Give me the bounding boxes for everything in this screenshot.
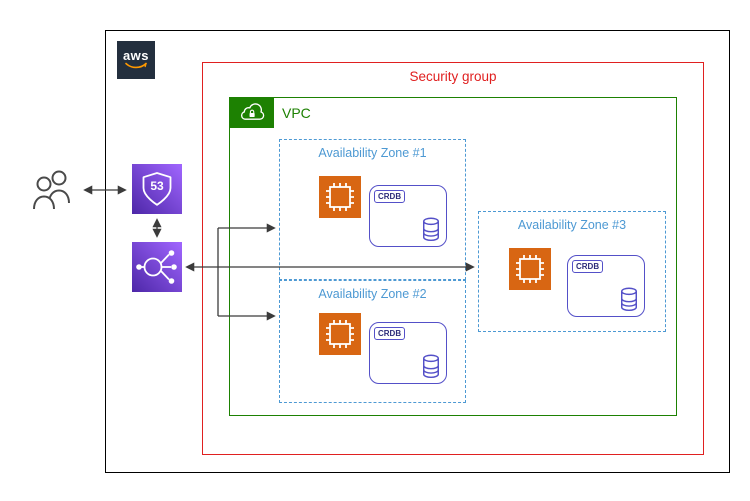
crdb-node: CRDB: [369, 322, 447, 384]
aws-logo: aws: [117, 41, 155, 79]
database-icon: [621, 287, 637, 312]
aws-logo-text: aws: [122, 48, 150, 63]
route53-icon: 53: [132, 164, 182, 214]
compute-instance-icon: [509, 248, 551, 290]
crdb-node: CRDB: [567, 255, 645, 317]
database-icon: [423, 217, 439, 242]
aws-cloud-box: [105, 30, 730, 473]
compute-instance-icon: [319, 176, 361, 218]
compute-instance-icon: [319, 313, 361, 355]
availability-zone-1: Availability Zone #1 CRDB: [279, 139, 466, 280]
security-group-box: Security group: [202, 62, 704, 455]
crdb-node: CRDB: [369, 185, 447, 247]
vpc-label: VPC: [282, 105, 311, 121]
vpc-cloud-lock-icon: [230, 98, 274, 128]
availability-zone-1-label: Availability Zone #1: [318, 146, 427, 160]
load-balancer-icon: [132, 242, 182, 292]
availability-zone-2: Availability Zone #2 CRDB: [279, 280, 466, 403]
crdb-label: CRDB: [374, 327, 406, 340]
aws-smile-icon: [125, 62, 147, 69]
database-icon: [423, 354, 439, 379]
users-icon: [33, 170, 70, 210]
availability-zone-2-label: Availability Zone #2: [318, 287, 427, 301]
availability-zone-3: Availability Zone #3 CRDB: [478, 211, 666, 332]
availability-zone-3-label: Availability Zone #3: [517, 218, 627, 232]
vpc-box: VPC: [229, 97, 677, 416]
route53-label: 53: [150, 179, 164, 193]
security-group-label: Security group: [409, 69, 497, 84]
crdb-label: CRDB: [572, 260, 604, 273]
crdb-label: CRDB: [374, 190, 406, 203]
